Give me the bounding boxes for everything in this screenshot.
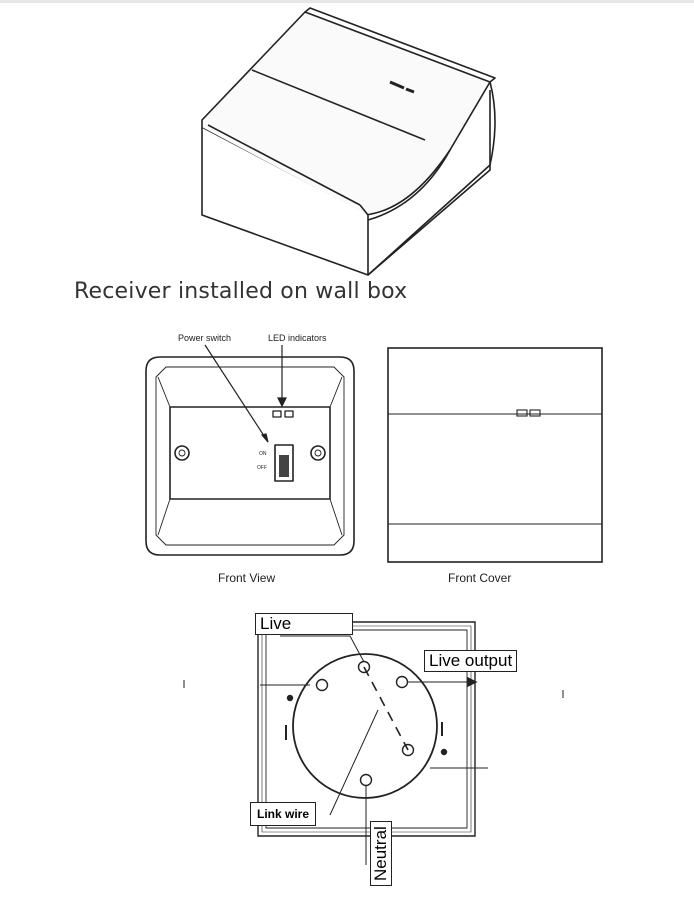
live-label: Live xyxy=(255,613,353,635)
front-cover-caption: Front Cover xyxy=(448,571,512,585)
receiver-isometric-illustration xyxy=(201,7,496,276)
led-indicators-label: LED indicators xyxy=(268,333,327,343)
front-view-caption: Front View xyxy=(218,571,276,585)
front-cover-illustration xyxy=(387,347,603,563)
front-view-callout-arrows xyxy=(204,344,287,443)
live-output-label: Live output xyxy=(424,650,518,672)
wiring-diagram xyxy=(183,621,564,865)
link-wire-label: Link wire xyxy=(250,802,317,826)
receiver-installed-caption: Receiver installed on wall box xyxy=(74,279,408,304)
neutral-label: Neutral xyxy=(370,821,392,886)
power-switch-label: Power switch xyxy=(178,333,232,343)
page-top-rule xyxy=(0,0,694,3)
front-view-illustration xyxy=(145,356,355,556)
switch-on-label: ON xyxy=(259,451,267,457)
switch-off-label: OFF xyxy=(257,465,267,471)
